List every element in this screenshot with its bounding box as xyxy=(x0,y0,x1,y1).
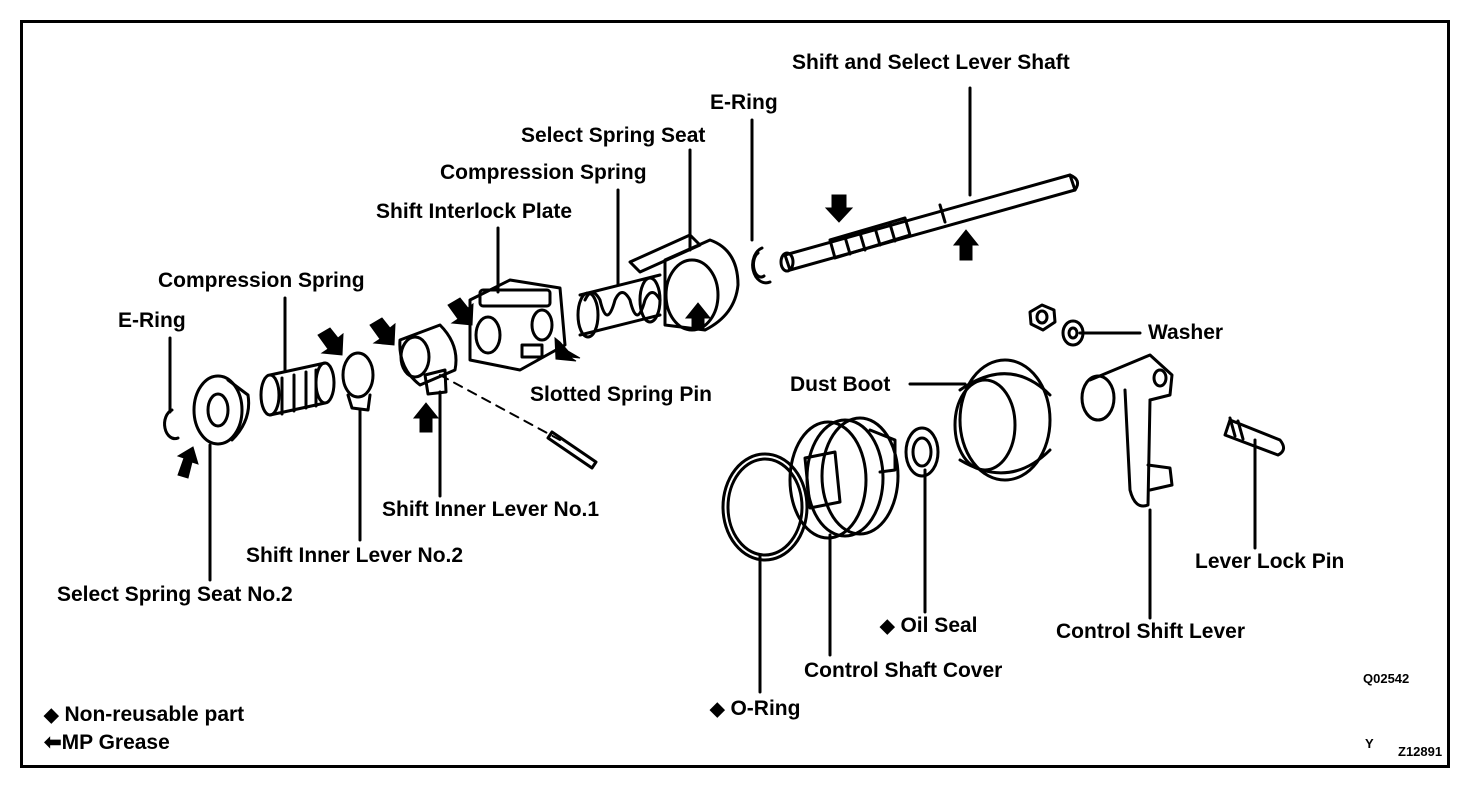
label-compression-spring-left: Compression Spring xyxy=(158,269,365,292)
label-e-ring-left: E-Ring xyxy=(118,309,186,332)
label-select-spring-seat: Select Spring Seat xyxy=(521,124,706,147)
label-compression-spring-top: Compression Spring xyxy=(440,161,647,184)
legend-non-reusable: ◆ Non-reusable part xyxy=(44,704,244,725)
diamond-icon: ◆ xyxy=(880,616,895,637)
label-slotted-spring-pin: Slotted Spring Pin xyxy=(530,383,712,406)
label-shift-interlock-plate: Shift Interlock Plate xyxy=(376,200,573,223)
label-oil-seal: ◆ Oil Seal xyxy=(880,615,978,636)
label-lever-lock-pin: Lever Lock Pin xyxy=(1195,550,1345,573)
label-shift-inner-lever-2: Shift Inner Lever No.2 xyxy=(246,544,464,567)
corner-letter: Y xyxy=(1365,736,1374,751)
diagram-frame xyxy=(20,20,1450,768)
label-washer: Washer xyxy=(1148,321,1224,344)
figure-code: Q02542 xyxy=(1363,671,1410,686)
label-shift-select-lever-shaft: Shift and Select Lever Shaft xyxy=(792,51,1070,74)
label-select-spring-seat-2: Select Spring Seat No.2 xyxy=(57,583,293,606)
label-dust-boot: Dust Boot xyxy=(790,373,891,396)
label-o-ring: ◆ O-Ring xyxy=(710,698,800,719)
legend-mp-grease: ⬅MP Grease xyxy=(44,732,170,753)
grease-arrow-icon: ⬅ xyxy=(44,731,62,754)
oil-seal-text: Oil Seal xyxy=(900,614,978,637)
label-shift-inner-lever-1: Shift Inner Lever No.1 xyxy=(382,498,600,521)
label-control-shaft-cover: Control Shaft Cover xyxy=(804,659,1003,682)
o-ring-text: O-Ring xyxy=(730,697,801,720)
reference-code: Z12891 xyxy=(1398,744,1443,759)
legend-mp-grease-text: MP Grease xyxy=(61,731,170,754)
label-e-ring-top: E-Ring xyxy=(710,91,778,114)
diamond-icon: ◆ xyxy=(44,705,59,726)
label-control-shift-lever: Control Shift Lever xyxy=(1056,620,1246,643)
diamond-icon: ◆ xyxy=(710,699,725,720)
legend-non-reusable-text: Non-reusable part xyxy=(64,703,245,726)
